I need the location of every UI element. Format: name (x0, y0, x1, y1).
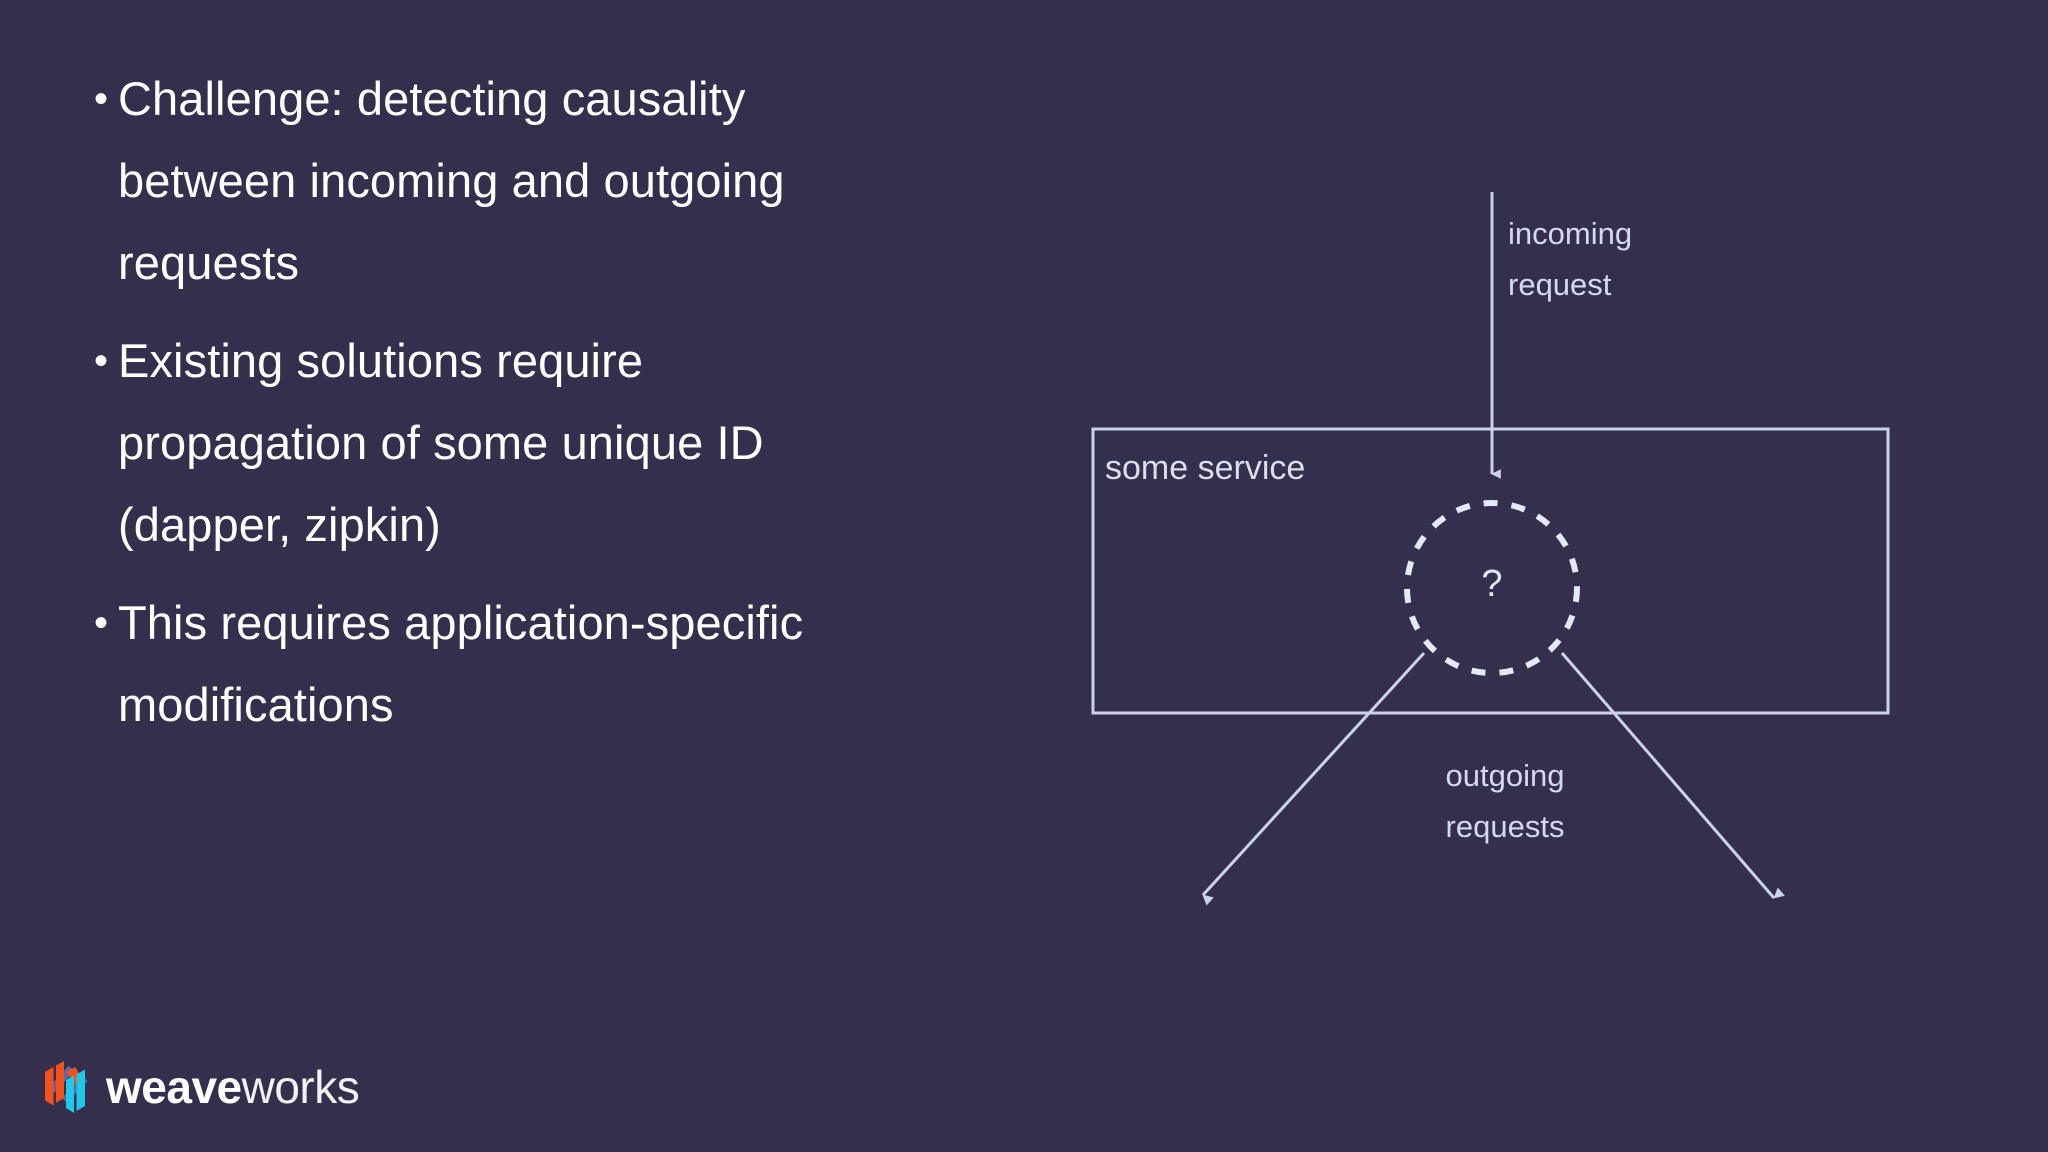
bullet-text: Challenge: detecting causality between i… (118, 72, 785, 289)
bullet-list: • Challenge: detecting causality between… (88, 58, 888, 762)
service-request-diagram: incoming request some service ? outgoing… (1040, 180, 2000, 970)
logo-text-works: works (241, 1061, 360, 1113)
outgoing-requests-label: outgoing requests (1445, 758, 1565, 844)
weaveworks-mark-icon (45, 1061, 88, 1113)
bullet-text: This requires application-specific modif… (118, 596, 804, 731)
bullet-marker-icon: • (94, 77, 109, 121)
bullet-marker-icon: • (94, 601, 109, 645)
question-mark-label: ? (1481, 563, 1503, 605)
incoming-request-label: incoming request (1508, 216, 1633, 302)
list-item: • Challenge: detecting causality between… (88, 58, 888, 304)
bullet-text: Existing solutions require propagation o… (118, 334, 764, 551)
unknown-correlation-circle (1404, 500, 1580, 676)
list-item: • This requires application-specific mod… (88, 582, 888, 746)
service-box-label: some service (1105, 449, 1306, 487)
weaveworks-wordmark: weaveworks (106, 1061, 360, 1113)
weaveworks-logo: weaveworks (42, 1056, 360, 1118)
outgoing-request-arrow-right (1560, 652, 1785, 899)
bullet-marker-icon: • (94, 339, 109, 383)
diagram-vector-layer (1091, 192, 1890, 906)
logo-text-weave: weave (106, 1061, 242, 1113)
list-item: • Existing solutions require propagation… (88, 320, 888, 566)
outgoing-request-arrow-left (1201, 651, 1426, 906)
